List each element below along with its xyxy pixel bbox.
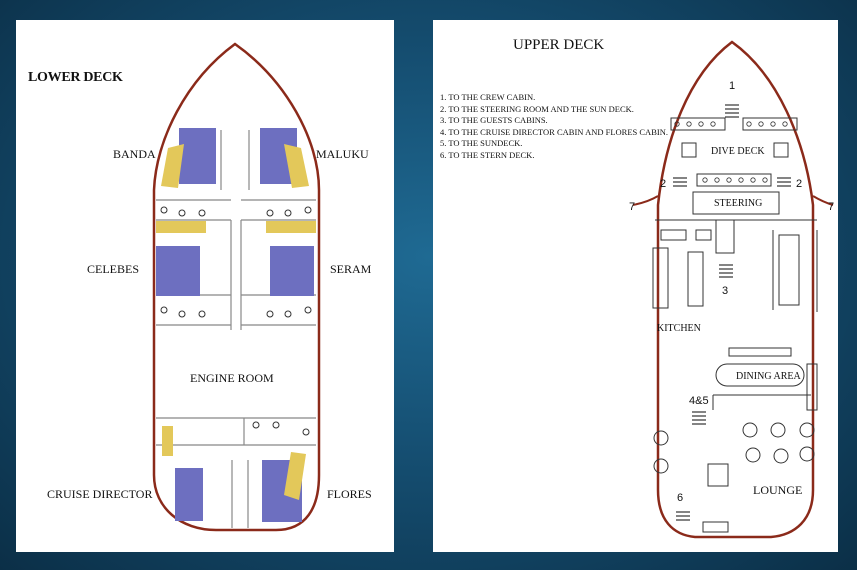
sofa-flores xyxy=(284,452,306,500)
marker-3: 3 xyxy=(722,285,729,297)
dining-area-label: DINING AREA xyxy=(736,371,801,382)
bed-cruise-director xyxy=(175,468,203,521)
legend-item: 4. TO THE CRUISE DIRECTOR CABIN AND FLOR… xyxy=(440,126,668,137)
lower-deck-title: LOWER DECK xyxy=(28,70,123,85)
cabin-label-flores: FLORES xyxy=(327,487,372,501)
stairs-4-5 xyxy=(692,411,706,425)
legend-item: 3. TO THE GUESTS CABINS. xyxy=(440,115,548,125)
marker-7-left: 7 xyxy=(629,201,636,213)
cabin-label-seram: SERAM xyxy=(330,262,372,276)
lower-deck-plan xyxy=(152,42,321,532)
upper-deck-legend: 1. TO THE CREW CABIN. 2. TO THE STEERING… xyxy=(440,92,668,161)
stairs-6 xyxy=(676,511,690,521)
lounge-stools xyxy=(653,422,815,474)
lounge-label: LOUNGE xyxy=(753,483,803,497)
dive-deck-label: DIVE DECK xyxy=(711,146,765,157)
marker-4-5: 4&5 xyxy=(689,395,709,407)
marker-6: 6 xyxy=(677,492,684,504)
steering-label: STEERING xyxy=(714,198,763,209)
marker-2-right: 2 xyxy=(796,178,803,190)
legend-item: 6. TO THE STERN DECK. xyxy=(440,149,535,160)
upper-deck-title: UPPER DECK xyxy=(513,37,605,53)
bed-seram xyxy=(270,246,314,296)
upper-deck-plan xyxy=(632,40,834,539)
legend-item: 5. TO THE SUNDECK. xyxy=(440,138,523,148)
sofa-celebes xyxy=(156,221,206,233)
stairs-2-left xyxy=(673,177,687,187)
marker-1: 1 xyxy=(729,80,736,92)
stairs-group xyxy=(673,104,791,521)
sofa-cruise-director xyxy=(162,426,173,456)
bed-celebes xyxy=(156,246,200,296)
stairs-1 xyxy=(725,104,739,118)
cabin-label-cruise-director: CRUISE DIRECTOR xyxy=(47,487,153,501)
marker-7-right: 7 xyxy=(828,201,835,213)
bed-banda xyxy=(179,128,216,184)
cabin-label-banda: BANDA xyxy=(113,147,156,161)
legend-item: 1. TO THE CREW CABIN. xyxy=(440,92,536,102)
marker-2-left: 2 xyxy=(660,178,667,190)
cabin-label-maluku: MALUKU xyxy=(316,147,369,161)
sofa-maluku xyxy=(284,144,309,188)
engine-room-label: ENGINE ROOM xyxy=(190,371,274,385)
upper-deck-panel: UPPER DECK 1. TO THE CREW CABIN. 2. TO T… xyxy=(433,20,838,552)
stairs-3 xyxy=(719,264,733,278)
cabin-label-celebes: CELEBES xyxy=(87,262,140,276)
upper-hull-outline xyxy=(656,40,815,539)
sofa-banda xyxy=(161,144,184,188)
stairs-2-right xyxy=(777,177,791,187)
legend-item: 2. TO THE STEERING ROOM AND THE SUN DECK… xyxy=(440,103,634,114)
kitchen-label: KITCHEN xyxy=(657,323,701,334)
lower-deck-panel: LOWER DECK BANDA MALUKU CELEBES SERAM EN… xyxy=(16,20,394,552)
sofa-seram xyxy=(266,221,316,233)
